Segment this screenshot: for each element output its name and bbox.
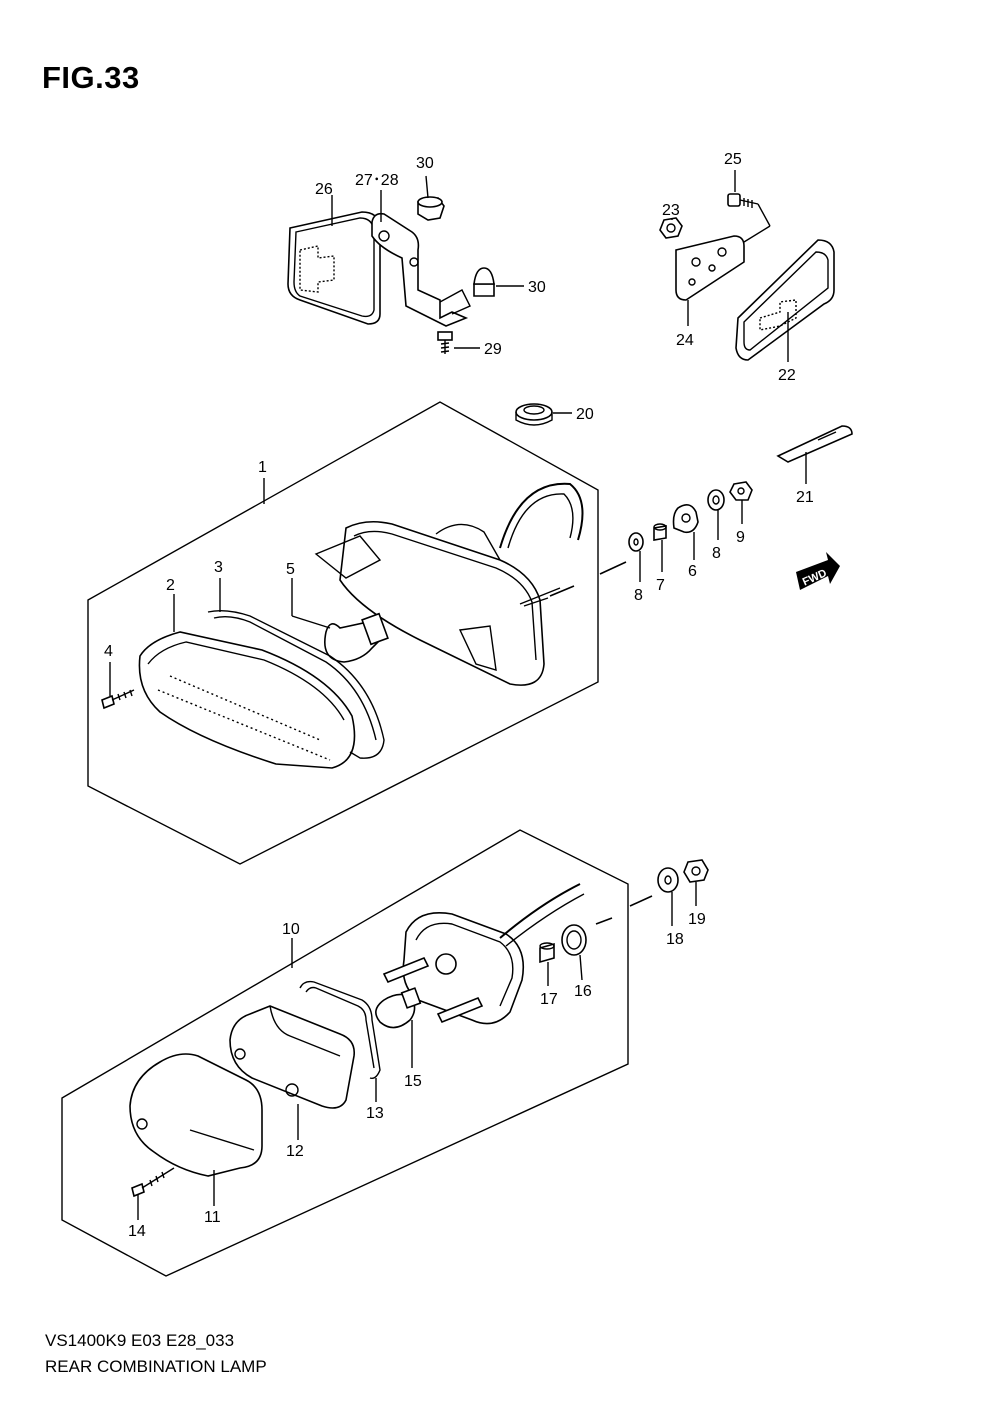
reflector-26 [287, 211, 381, 325]
callout-23: 23 [662, 202, 680, 219]
callout-30-right: 30 [528, 279, 546, 296]
lens-2 [138, 631, 356, 769]
callout-26: 26 [315, 181, 333, 198]
collar-7 [653, 523, 667, 541]
callout-15: 15 [404, 1073, 422, 1090]
callout-numbers: 26 27･28 30 30 29 25 23 24 22 20 21 1 2 … [104, 151, 814, 1240]
plate-24 [675, 235, 745, 301]
cap-nut-30-right [473, 267, 495, 297]
cap-nut-30-top [417, 196, 445, 221]
callout-21: 21 [796, 489, 814, 506]
nut-9 [729, 481, 753, 501]
callout-24: 24 [676, 332, 694, 349]
washer-18 [657, 867, 679, 893]
callout-17: 17 [540, 991, 558, 1008]
callout-12: 12 [286, 1143, 304, 1160]
callout-29: 29 [484, 341, 502, 358]
screw-29 [437, 331, 453, 354]
alignment-dashes [549, 561, 653, 925]
reflector-22 [735, 239, 835, 361]
callout-16: 16 [574, 983, 592, 1000]
callout-10: 10 [282, 921, 300, 938]
callout-1: 1 [258, 459, 267, 476]
callout-27-28: 27･28 [355, 172, 399, 189]
callout-19: 19 [688, 911, 706, 928]
nut-19 [683, 859, 709, 883]
callout-4: 4 [104, 643, 113, 660]
callout-13: 13 [366, 1105, 384, 1122]
figure-name: REAR COMBINATION LAMP [45, 1357, 267, 1376]
callout-3: 3 [214, 559, 223, 576]
assembly-1-box [87, 401, 599, 865]
clamp-21 [776, 425, 853, 463]
lamp-housing [314, 482, 584, 686]
callout-7: 7 [656, 577, 665, 594]
stud-bolt [523, 597, 549, 607]
bracket-27-28 [371, 212, 471, 327]
lens-11 [129, 1053, 263, 1177]
bulb-5 [324, 612, 389, 663]
gasket-3 [207, 609, 385, 759]
callout-6: 6 [688, 563, 697, 580]
screw-14 [131, 1167, 175, 1198]
callout-8-left: 8 [634, 587, 643, 604]
assembly-10-box [61, 829, 629, 1277]
callout-18: 18 [666, 931, 684, 948]
damper-16 [561, 924, 587, 956]
figure-title: FIG.33 [42, 60, 140, 95]
housing-12 [229, 1005, 356, 1109]
callout-20: 20 [576, 406, 594, 423]
washer-8-right [707, 489, 725, 511]
model-code: VS1400K9 E03 E28_033 [45, 1331, 235, 1350]
grommet-20 [515, 403, 553, 426]
bolt-25 [727, 193, 759, 208]
bulb-15 [375, 987, 422, 1029]
screw-4 [101, 689, 135, 710]
callout-2: 2 [166, 577, 175, 594]
socket-body [382, 883, 585, 1025]
callout-9: 9 [736, 529, 745, 546]
callout-5: 5 [286, 561, 295, 578]
callout-14: 14 [128, 1223, 146, 1240]
callout-22: 22 [778, 367, 796, 384]
washer-8-left [628, 532, 644, 552]
collar-17 [539, 942, 555, 964]
callout-30-top: 30 [416, 155, 434, 172]
callout-25: 25 [724, 151, 742, 168]
callout-11: 11 [204, 1209, 221, 1226]
callout-8-right: 8 [712, 545, 721, 562]
leader-lines [109, 170, 807, 1220]
gasket-13 [299, 980, 381, 1080]
fwd-arrow-icon: FWD [796, 552, 840, 590]
nut-23 [659, 217, 683, 239]
damper-6 [672, 504, 699, 534]
